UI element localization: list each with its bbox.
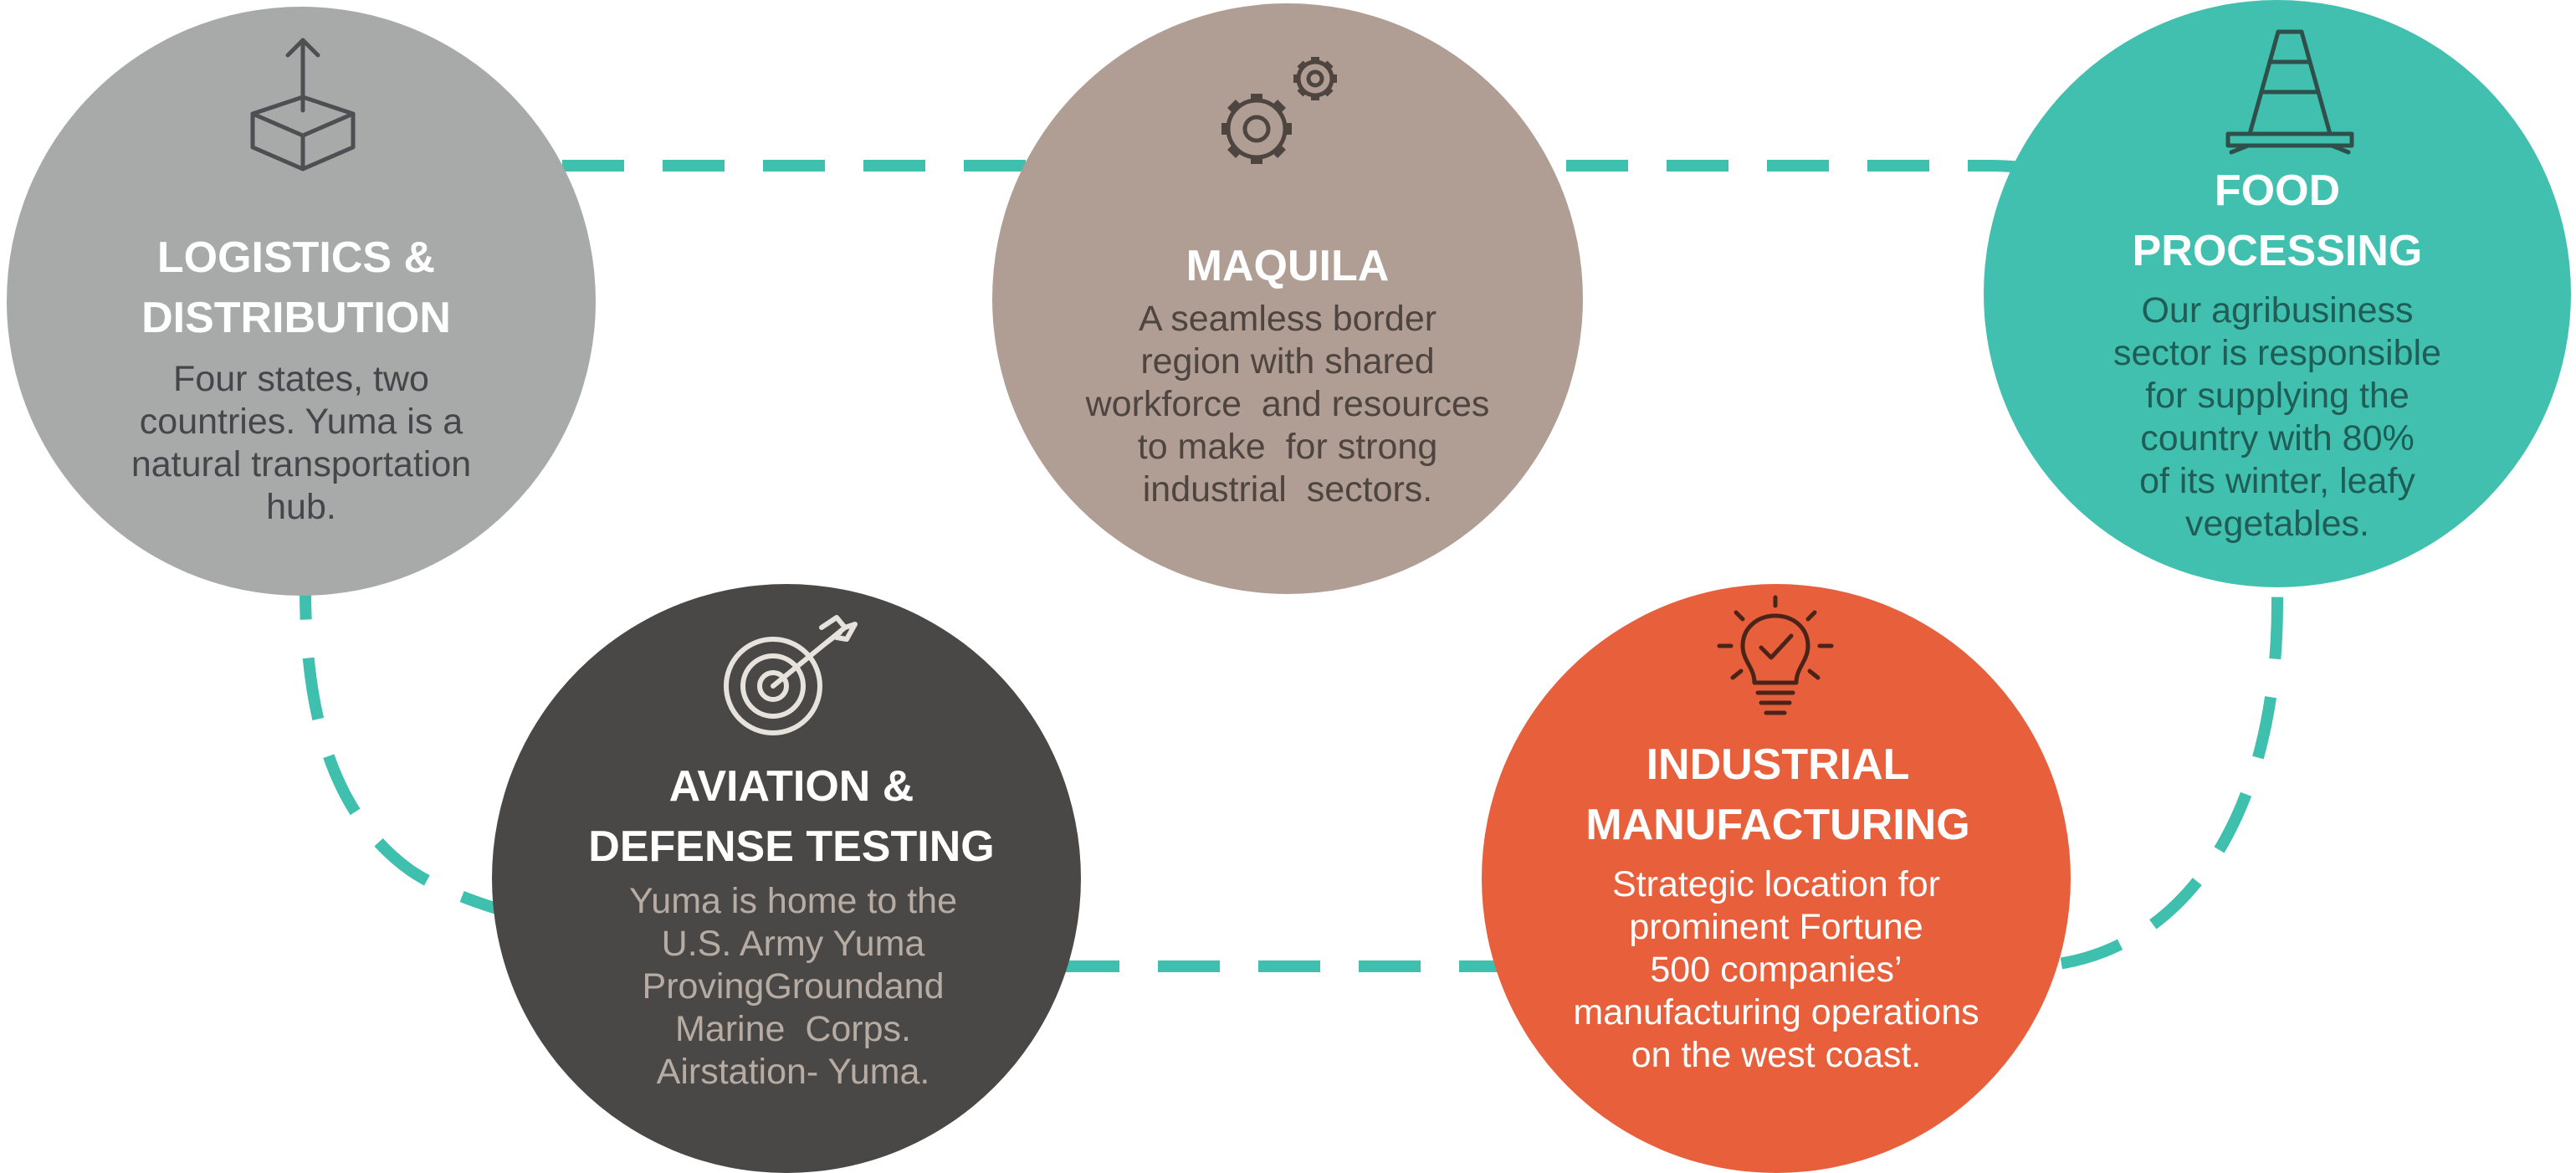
aviation-defense-circle: AVIATION & DEFENSE TESTING Yuma is home … (492, 584, 1081, 1173)
food-processing-description: Our agribusiness sector is responsible f… (2113, 290, 2441, 544)
food-processing-title: FOOD PROCESSING (2132, 166, 2423, 275)
logistics-title: LOGISTICS & DISTRIBUTION (141, 233, 451, 342)
logistics-distribution-circle: LOGISTICS & DISTRIBUTION Four states, tw… (7, 7, 596, 596)
industrial-manufacturing-title: INDUSTRIAL MANUFACTURING (1585, 740, 1970, 849)
traffic-cone-icon (2225, 29, 2354, 155)
industrial-manufacturing-description: Strategic location for prominent Fortune… (1573, 864, 1979, 1075)
maquila-title: MAQUILA (1186, 242, 1390, 290)
gears-icon (1221, 57, 1337, 164)
industrial-manufacturing-circle: INDUSTRIAL MANUFACTURING Strategic locat… (1482, 584, 2071, 1173)
maquila-description: A seamless border region with shared wor… (1085, 299, 1490, 510)
dashed-loop-path (300, 160, 2284, 972)
aviation-defense-title: AVIATION & DEFENSE TESTING (588, 762, 995, 871)
maquila-circle: MAQUILA A seamless border region with sh… (992, 3, 1583, 594)
logistics-description: Four states, two countries. Yuma is a na… (131, 359, 472, 527)
aviation-defense-description: Yuma is home to the U.S. Army Yuma Provi… (629, 881, 957, 1092)
lightbulb-check-icon (1717, 595, 1834, 715)
box-upload-icon (250, 38, 356, 172)
target-arrow-icon (724, 615, 858, 735)
food-processing-circle: FOOD PROCESSING Our agribusiness sector … (1984, 0, 2571, 587)
